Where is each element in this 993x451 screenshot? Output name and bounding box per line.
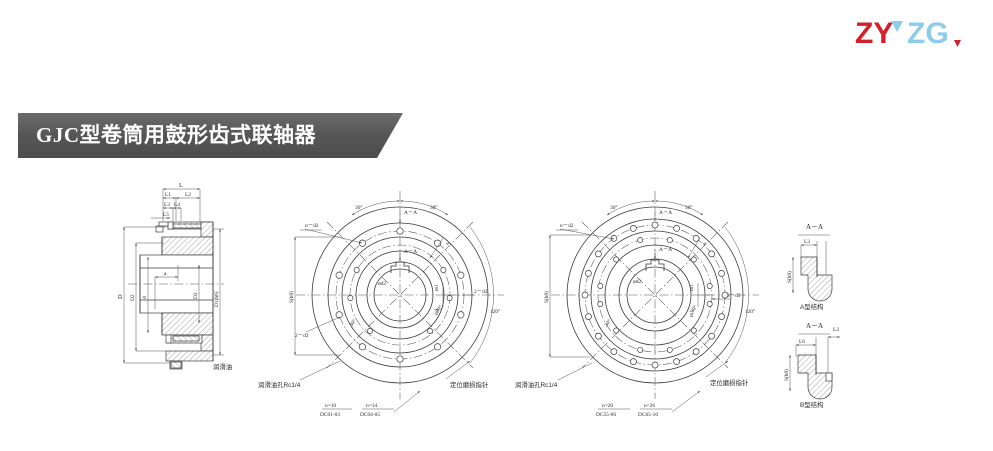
hole-model-3: DC55-06 [596,412,616,418]
detail-b-dim-S: S(h9) [783,369,790,381]
angle-30-inner: 30° [434,304,444,314]
dim-D1h6: D1(h6) [213,291,220,307]
detail-b-profile [797,354,833,400]
label-m1-b-large: m1 [689,310,695,317]
hole-count-2: n=14 [366,403,377,409]
oil-hole-note-small: 润滑油孔Rc1/4 [258,380,301,389]
logo-text-zg: ZG [907,17,949,50]
dim-D2-left: D2 [130,294,136,301]
angle-30-left: 30° [355,204,363,211]
label-od2: ød2 [378,281,386,287]
page-title: GJC型卷筒用鼓形齿式联轴器 [36,123,316,147]
dim-D2-right: D2 [193,292,199,299]
hole-count-table-large: n=20 DC55-06 n=26 DC65-10 [596,390,701,418]
detail-a-dim-S: S(h9) [786,271,793,283]
label-m1-b: m1 [434,308,440,315]
label-n-d2-large: n－d2 [560,223,574,229]
wear-pointer-note-small: 定位磨损指针 [450,380,489,389]
dim-a-front-small: a [444,241,451,247]
cross-section-view: L L1 L2 L3 L4 L5 [117,182,232,371]
dim-a-front-large: a [701,241,708,247]
label-2-d3-right: 2－d3 [474,289,488,295]
hole-count-table-small: n=10 DC01-03 n=14 DC04-05 [320,390,421,418]
label-m1-a-large: m1 [689,284,695,291]
hole-count-3: n=20 [602,403,613,409]
dim-L5: L5 [163,212,169,218]
section-marker-A-mid: A－A [404,249,417,255]
hole-count-4: n=26 [644,403,655,409]
dim-L2: L2 [185,192,191,198]
dim-d: d [142,296,148,299]
oil-note-section: 润滑油 [213,362,232,371]
detail-a-profile [800,256,833,302]
dim-S-h9-large: S(h9) [543,291,550,303]
detail-section-b: A－A L3 L6 S(h9) B型结构 [783,322,840,409]
detail-a-title: A－A [806,223,823,231]
detail-b-caption: B型结构 [800,400,823,409]
angle-30-inner2: 30° [348,318,358,328]
logo-triangle-accent-blue [891,21,903,32]
section-marker-A-top-large: A－A [659,210,672,216]
logo-triangle-accent-red [954,40,961,47]
detail-a-dim-L3: L3 [804,239,810,245]
drawing-svg: L L1 L2 L3 L4 L5 [117,182,840,418]
dim-L3: L3 [164,202,170,208]
detail-section-a: A－A L3 S(h9) A型结构 [786,223,833,311]
label-od2-large: ød2 [633,279,641,285]
front-view-large: 30° 30° 120° 30° 30° A－A A－A n－d2 2－d3 S… [515,191,759,418]
detail-b-dim-L6: L6 [799,339,805,345]
hole-model-2: DC04-05 [360,412,380,418]
bolt-hole-group-inner [347,267,453,334]
hole-count-1: n=10 [325,403,336,409]
label-2-d3-left: 2－d3 [295,333,309,339]
dim-L: L [179,182,183,189]
detail-b-dim-L3: L3 [833,327,839,333]
angle-30-left-large: 30° [610,204,618,211]
angle-30-inner-large: 30° [689,304,699,314]
dim-D: D [117,294,124,299]
detail-b-title: A－A [806,322,823,330]
bolt-hole-group-inner-large [597,237,713,353]
label-n-d2: n－d2 [305,223,319,229]
angle-120: 120° [490,308,500,315]
dim-S-h9-small: S(h9) [288,291,295,303]
page-title-banner: GJC型卷筒用鼓形齿式联轴器 [18,113,403,158]
bolt-hole-group-outer-large [581,221,729,369]
dim-a-section: a [164,271,167,277]
section-marker-A-top: A－A [404,210,417,216]
dim-L4: L4 [174,202,180,208]
front-view-small: 30° 30° 120° 30° 30° A－A A－A n－d2 2－d3 2… [258,191,504,418]
wear-pointer-note-large: 定位磨损指针 [710,378,749,387]
angle-120-large: 120° [745,308,755,315]
hole-model-1: DC01-03 [320,412,340,418]
oil-hole-note-large: 润滑油孔Rc1/4 [515,380,558,389]
section-marker-A-mid-large: A－A [659,247,672,253]
angle-30-right: 30° [430,204,438,211]
detail-a-caption: A型结构 [800,302,823,311]
banner-background [18,113,403,158]
logo-text-zy: ZY [855,17,893,50]
label-2-d3-large: 2－d3 [727,293,741,299]
dim-L1: L1 [165,192,171,198]
label-m1-a: m1 [434,284,440,291]
angle-30-right-large: 30° [685,204,693,211]
angle-30-inner2-large: 30° [603,318,613,328]
logo-graphic: ZY ZG [855,17,961,50]
zyzg-logo: ZY ZG [855,13,980,53]
hole-model-4: DC65-10 [638,412,658,418]
technical-drawing: L L1 L2 L3 L4 L5 [0,165,993,435]
